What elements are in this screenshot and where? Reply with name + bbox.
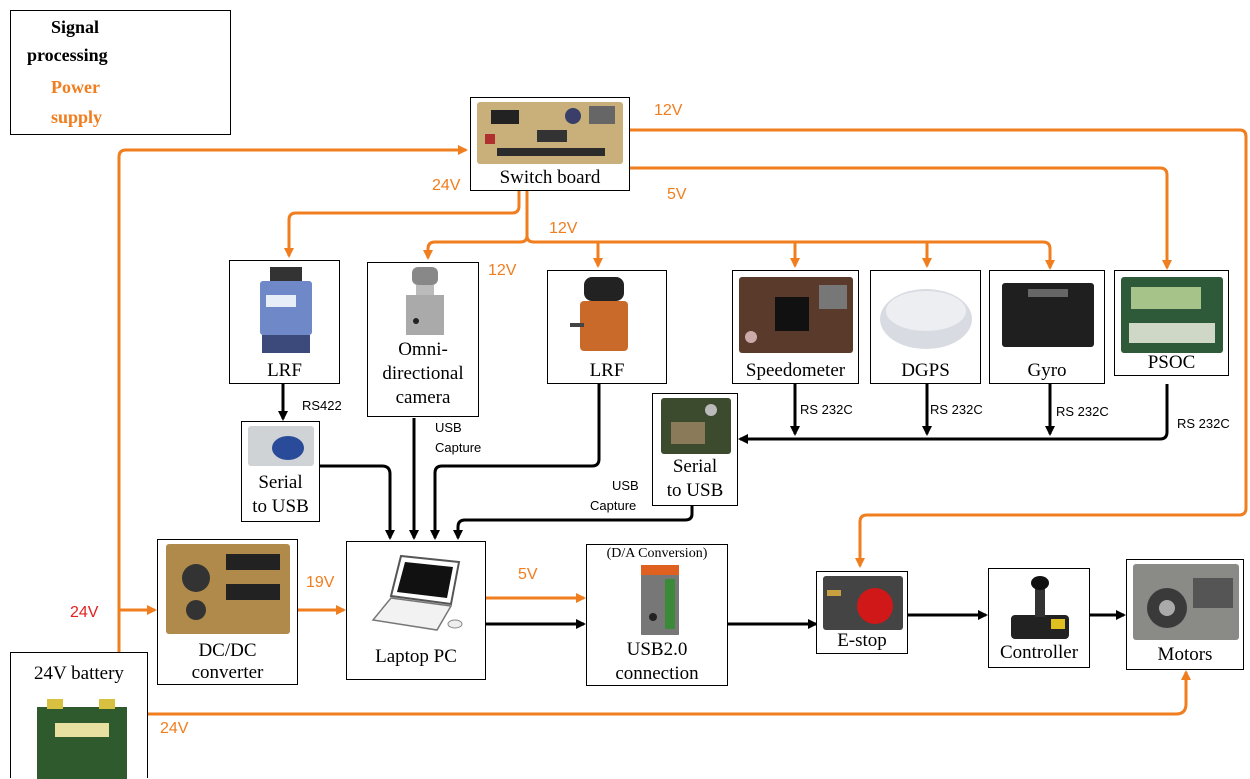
wheelchair-motors-photo: [1133, 564, 1239, 640]
switch-board: Switch board: [470, 97, 630, 191]
label-5v-top: 5V: [667, 186, 687, 203]
lrf-right: LRF: [547, 270, 667, 384]
gyro-sensor-photo: [1002, 283, 1094, 347]
dgps: DGPS: [870, 270, 981, 384]
da-conversion-title: (D/A Conversion): [606, 546, 708, 561]
speedometer: Speedometer: [732, 270, 859, 384]
label-rs232-speedometer: RS 232C: [800, 402, 853, 417]
da-module-photo: [641, 565, 679, 635]
sick-lrf-photo: [260, 267, 312, 353]
dgps-antenna-photo: [880, 289, 972, 349]
serial-left-line2: to USB: [252, 496, 309, 517]
psoc: PSOC: [1114, 270, 1229, 376]
psoc-board-photo: [1121, 277, 1223, 353]
e-stop-label: E-stop: [837, 630, 887, 651]
wire-battery-to-switch: [117, 145, 468, 652]
label-12v-mid: 12V: [549, 220, 578, 237]
wire-serial-right-to-laptop: [453, 506, 694, 540]
motors: Motors: [1126, 559, 1244, 670]
wire-12v-bus: [525, 190, 1052, 268]
wire-serial-to-laptop: [320, 464, 395, 540]
speedometer-label: Speedometer: [745, 360, 846, 381]
label-rs232-dgps: RS 232C: [930, 402, 983, 417]
omni-camera: Omni- directional camera: [367, 262, 479, 417]
legend-signal-line2: processing: [27, 45, 108, 65]
dgps-label: DGPS: [901, 360, 950, 381]
legend-power-line2: supply: [51, 107, 103, 127]
usb-da-converter: (D/A Conversion) USB2.0 connection: [586, 544, 728, 686]
label-24v-left: 24V: [70, 604, 99, 621]
battery-label: 24V battery: [34, 663, 124, 684]
battery-photo: [37, 699, 127, 779]
legend-power-line1: Power: [51, 77, 100, 97]
omni-camera-photo: [406, 267, 444, 335]
label-19v: 19V: [306, 574, 335, 591]
serial-to-usb-left: Serial to USB: [241, 421, 320, 522]
e-stop-photo: [823, 576, 903, 630]
wire-battery-to-motors: [148, 670, 1191, 716]
wire-switch-to-lrf-left: [284, 190, 521, 258]
omni-label-line2: directional: [382, 363, 464, 384]
joystick-photo: [1011, 576, 1069, 639]
omni-label-line1: Omni-: [398, 339, 448, 360]
label-usb-capture-lrf-2: Capture: [590, 498, 637, 513]
serial-left-line1: Serial: [258, 472, 303, 493]
label-rs232-gyro: RS 232C: [1056, 404, 1109, 419]
label-5v-laptop: 5V: [518, 566, 538, 583]
serial-right-line1: Serial: [672, 456, 718, 477]
usb-line2: connection: [615, 663, 699, 684]
serial-board-photo: [661, 398, 731, 454]
wire-lrf-right-to-laptop: [430, 384, 601, 540]
serial-to-usb-right: Serial to USB: [652, 393, 738, 506]
e-stop: E-stop: [816, 571, 908, 654]
circuit-board-photo: [477, 102, 623, 164]
wire-sensor-bus: [738, 384, 1169, 444]
label-usb-capture-lrf-1: USB: [612, 478, 639, 493]
motors-label: Motors: [1157, 644, 1213, 665]
label-rs422: RS422: [302, 398, 342, 413]
serial-adapter-photo: [248, 426, 314, 466]
laptop-label: Laptop PC: [375, 646, 457, 667]
dcdc-board-photo: [166, 544, 290, 634]
wire-switch-to-psoc: [630, 166, 1172, 270]
label-rs232-psoc: RS 232C: [1177, 416, 1230, 431]
dcdc-line1: DC/DC: [198, 640, 257, 661]
battery: 24V battery: [10, 652, 148, 779]
lrf-right-label: LRF: [589, 360, 625, 381]
dcdc-converter: DC/DC converter: [157, 539, 298, 685]
label-usb-capture-cam-1: USB: [435, 420, 462, 435]
serial-right-line2: to USB: [666, 480, 724, 501]
laptop-icon: [371, 554, 463, 631]
wire-bus-to-omni: [423, 235, 529, 260]
lrf-left-label: LRF: [267, 360, 302, 381]
omni-label-line3: camera: [395, 387, 451, 408]
wire-switch-to-estop: [630, 128, 1248, 568]
label-usb-capture-cam-2: Capture: [435, 440, 482, 455]
hokuyo-lrf-photo: [570, 277, 628, 351]
label-24v-switch: 24V: [432, 177, 461, 194]
lrf-left: LRF: [229, 260, 340, 384]
usb-line1: USB2.0: [626, 639, 688, 660]
legend: Signal processing Power supply: [10, 10, 231, 135]
legend-signal-line1: Signal: [51, 17, 100, 37]
speedometer-board-photo: [739, 277, 853, 353]
switch-board-label: Switch board: [499, 167, 601, 188]
controller: Controller: [988, 568, 1090, 668]
dcdc-line2: converter: [191, 662, 264, 683]
controller-label: Controller: [999, 642, 1079, 663]
gyro: Gyro: [989, 270, 1105, 384]
label-12v-cam: 12V: [488, 262, 517, 279]
laptop-pc: Laptop PC: [346, 541, 486, 680]
gyro-label: Gyro: [1027, 360, 1067, 381]
label-24v-bottom: 24V: [160, 720, 189, 737]
label-12v-top: 12V: [654, 102, 683, 119]
psoc-label: PSOC: [1147, 352, 1196, 373]
